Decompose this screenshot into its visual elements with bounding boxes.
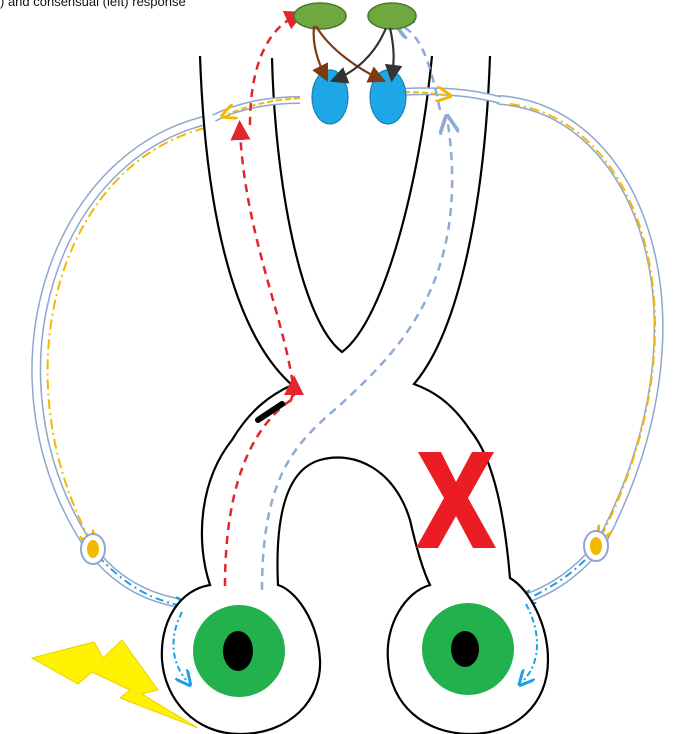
pupil-left bbox=[223, 631, 253, 671]
pupil-right bbox=[451, 631, 479, 667]
pretectal-nucleus-left bbox=[294, 3, 346, 29]
eye-right bbox=[422, 603, 514, 695]
edinger-westphal-nucleus-left bbox=[312, 70, 348, 124]
pretectal-nucleus-right bbox=[368, 3, 416, 29]
ciliary-ganglion-left bbox=[81, 534, 105, 564]
efferent-right-tube bbox=[500, 100, 659, 600]
ciliary-ganglion-right bbox=[584, 531, 608, 561]
efferent-left-tube bbox=[36, 118, 216, 606]
eye-left bbox=[193, 605, 285, 697]
edinger-westphal-nucleus-right bbox=[370, 70, 406, 124]
